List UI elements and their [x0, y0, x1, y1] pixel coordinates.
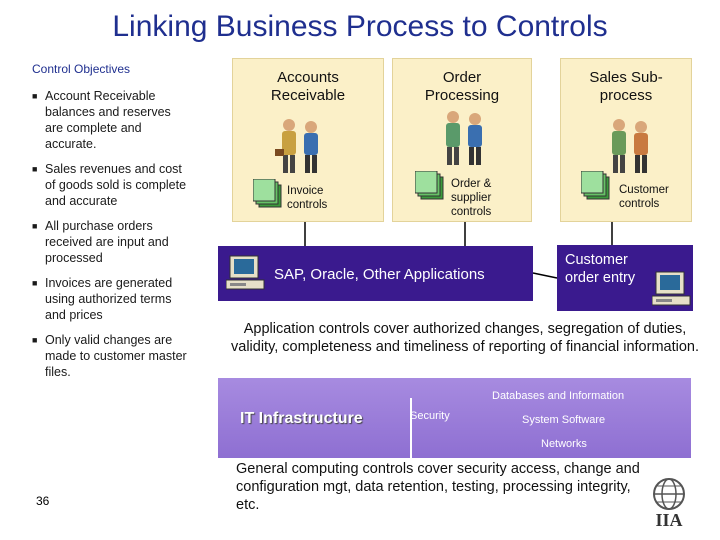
people-icon	[446, 111, 482, 165]
document-icon	[581, 171, 610, 200]
process-title: Sales Sub-process	[589, 69, 663, 104]
bullet-icon: ■	[32, 164, 38, 174]
process-title: Accounts Receivable	[270, 69, 346, 104]
networks-label: Networks	[541, 438, 587, 450]
control-label: Order & supplier controls	[451, 178, 492, 218]
control-objective-text: Account Receivable balances and reserves…	[45, 89, 171, 151]
computer-icon	[226, 255, 265, 290]
control-objective-text: Invoices are generated using authorized …	[45, 276, 173, 322]
divider	[410, 398, 412, 458]
control-objective-item: ■ Invoices are generated using authorized…	[32, 275, 192, 323]
process-box-accounts-receivable: Accounts Receivable Invoice controls	[232, 58, 384, 222]
process-box-order-processing: Order Processing Order & supplier contro…	[392, 58, 532, 222]
control-label: Invoice controls	[287, 185, 328, 211]
security-label: Security	[410, 410, 450, 422]
control-objective-text: Sales revenues and cost of goods sold is…	[45, 162, 187, 208]
general-controls-text: General computing controls cover securit…	[236, 461, 640, 513]
control-objective-text: Only valid changes are made to customer …	[45, 333, 187, 379]
document-icon	[253, 179, 282, 208]
it-infrastructure-bar: IT Infrastructure Security Databases and…	[218, 378, 691, 458]
slide-number: 36	[36, 494, 50, 508]
applications-bar: SAP, Oracle, Other Applications	[218, 246, 533, 301]
bullet-icon: ■	[32, 278, 38, 288]
application-controls-text: Application controls cover authorized ch…	[231, 321, 699, 355]
system-software-label: System Software	[522, 414, 606, 426]
it-infrastructure-label: IT Infrastructure	[240, 410, 363, 427]
computer-icon	[652, 271, 691, 306]
control-objective-item: ■ All purchase orders received are input …	[32, 218, 192, 266]
process-box-sales-subprocess: Sales Sub-process Customer controls	[560, 58, 692, 222]
databases-label: Databases and Information	[492, 390, 625, 402]
svg-text:IIA: IIA	[655, 510, 682, 530]
control-objective-item: ■ Only valid changes are made to customer…	[32, 332, 192, 380]
iia-logo: IIA	[653, 478, 685, 530]
bullet-icon: ■	[32, 221, 38, 231]
control-label: Customer controls	[619, 184, 669, 210]
control-objectives: Control Objectives ■ Account Receivable b…	[32, 62, 192, 389]
control-objective-item: ■ Account Receivable balances and reserve…	[32, 88, 192, 152]
control-objective-text: All purchase orders received are input a…	[45, 219, 169, 265]
bullet-icon: ■	[32, 335, 38, 345]
applications-label: SAP, Oracle, Other Applications	[274, 266, 485, 283]
control-objective-item: ■ Sales revenues and cost of goods sold i…	[32, 161, 192, 209]
process-title: Order Processing	[424, 69, 500, 104]
document-icon	[415, 171, 444, 200]
control-objectives-heading: Control Objectives	[32, 62, 131, 76]
control-objectives-list: ■ Account Receivable balances and reserve…	[32, 88, 192, 380]
people-icon	[275, 119, 318, 173]
bullet-icon: ■	[32, 91, 38, 101]
people-icon	[612, 119, 648, 173]
customer-order-entry-label: Customer order entry	[565, 252, 636, 286]
slide-title: Linking Business Process to Controls	[112, 10, 608, 43]
